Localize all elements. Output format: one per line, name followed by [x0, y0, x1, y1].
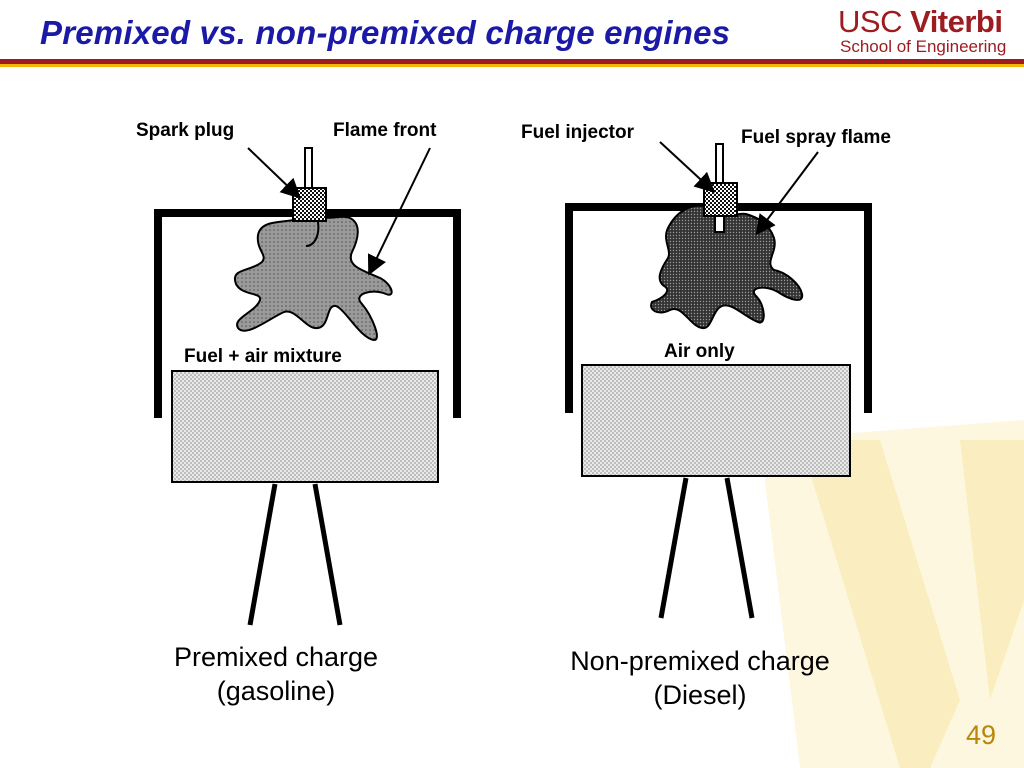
- spark-plug-stem: [304, 147, 313, 191]
- premixed-caption: Premixed charge (gasoline): [126, 640, 426, 708]
- fuel-injector-stem: [715, 143, 724, 187]
- logo-usc-text: USC: [838, 4, 902, 39]
- fuel-injector-arrow: [659, 141, 715, 193]
- logo-school-text: School of Engineering: [840, 37, 1007, 56]
- premixed-rod-right: [312, 483, 343, 626]
- fuel-spray-flame: [650, 204, 804, 330]
- slide-title: Premixed vs. non-premixed charge engines: [40, 14, 731, 51]
- fuel-injector-label: Fuel injector: [521, 122, 634, 143]
- title-rule-gold: [0, 64, 1024, 67]
- non-premixed-caption-line2: (Diesel): [653, 680, 747, 710]
- non-premixed-engine: [565, 141, 872, 619]
- air-only-label: Air only: [664, 341, 735, 362]
- non-premixed-caption-line1: Non-premixed charge: [570, 646, 830, 676]
- logo-viterbi-text: Viterbi: [910, 4, 1003, 39]
- premixed-spark-arc: [305, 221, 320, 247]
- fuel-spray-flame-arrow: [755, 151, 819, 236]
- fuel-spray-flame-label: Fuel spray flame: [741, 127, 891, 148]
- non-premixed-caption: Non-premixed charge (Diesel): [520, 644, 880, 712]
- page-number: 49: [966, 720, 997, 750]
- fuel-air-mixture-label: Fuel + air mixture: [184, 346, 342, 367]
- usc-viterbi-logo: USC Viterbi: [838, 4, 1003, 40]
- premixed-caption-line1: Premixed charge: [173, 642, 379, 672]
- non-premixed-rod-right: [724, 477, 755, 619]
- premixed-flame-front: [233, 210, 393, 342]
- spark-plug-label: Spark plug: [136, 120, 235, 141]
- premixed-rod-left: [247, 483, 278, 626]
- premixed-piston: [171, 370, 439, 483]
- flame-front-label: Flame front: [333, 120, 437, 141]
- fuel-injector-tip: [714, 215, 725, 233]
- spark-plug-arrow: [247, 147, 301, 199]
- premixed-caption-line2: (gasoline): [216, 676, 336, 706]
- non-premixed-rod-left: [658, 477, 689, 619]
- premixed-engine: [154, 147, 461, 626]
- spark-plug-body: [292, 187, 327, 222]
- flame-front-arrow: [367, 147, 431, 276]
- non-premixed-piston: [581, 364, 851, 477]
- title-rule-red: [0, 59, 1024, 64]
